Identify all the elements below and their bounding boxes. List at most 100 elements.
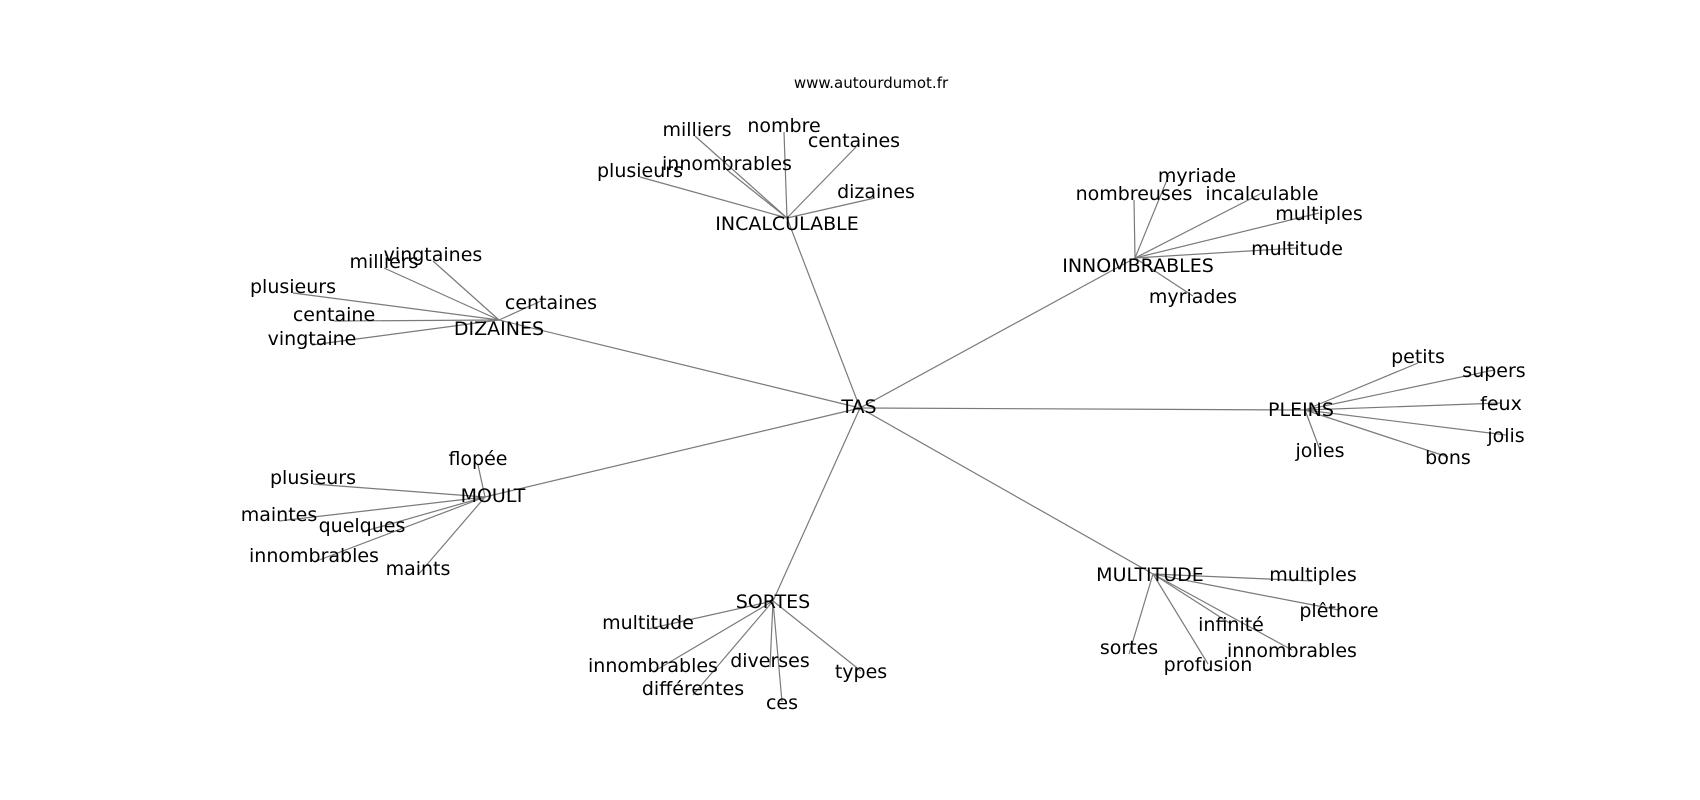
group-node-label: SORTES bbox=[736, 591, 811, 613]
leaf-node-label: feux bbox=[1480, 393, 1522, 415]
edge-root-to-group bbox=[786, 217, 861, 409]
edge-group-to-leaf bbox=[313, 496, 486, 563]
edge-root-to-group bbox=[859, 257, 1136, 409]
leaf-node-label: innombrables bbox=[249, 545, 379, 567]
leaf-node-label: différentes bbox=[642, 678, 744, 700]
edge-group-to-leaf bbox=[1134, 192, 1263, 259]
leaf-node-label: nombreuses bbox=[1076, 183, 1193, 205]
group-node-label: PLEINS bbox=[1268, 399, 1334, 421]
leaf-node-label: maints bbox=[386, 558, 451, 580]
edge-group-to-leaf bbox=[312, 483, 486, 498]
leaf-node-label: milliers bbox=[662, 119, 731, 141]
leaf-node-label: centaines bbox=[505, 292, 597, 314]
edge-group-to-leaf bbox=[783, 131, 788, 219]
leaf-node-label: vingtaine bbox=[268, 328, 357, 350]
leaf-node-label: types bbox=[835, 661, 887, 683]
edge-group-to-leaf bbox=[477, 464, 486, 498]
site-url: www.autourdumot.fr bbox=[794, 74, 949, 92]
leaf-node-label: incalculable bbox=[1205, 183, 1318, 205]
edge-group-to-leaf bbox=[694, 135, 788, 219]
leaf-node-label: dizaines bbox=[837, 181, 915, 203]
graph-edges bbox=[278, 131, 1507, 703]
leaf-node-label: myriade bbox=[1158, 165, 1236, 187]
leaf-node-label: multiples bbox=[1275, 203, 1363, 225]
edge-group-to-leaf bbox=[498, 300, 542, 321]
edge-root-to-group bbox=[498, 319, 861, 409]
edge-group-to-leaf bbox=[1304, 362, 1419, 411]
edge-group-to-leaf bbox=[417, 496, 486, 576]
group-node-label: INCALCULABLE bbox=[715, 213, 858, 235]
edge-root-to-group bbox=[859, 407, 1154, 575]
leaf-node-label: petits bbox=[1391, 346, 1445, 368]
leaf-node-label: milliers bbox=[349, 251, 418, 273]
edge-group-to-leaf bbox=[639, 176, 788, 219]
leaf-node-label: innombrables bbox=[588, 655, 718, 677]
leaf-node-label: plêthore bbox=[1299, 600, 1378, 622]
leaf-node-label: centaine bbox=[293, 304, 375, 326]
leaf-node-label: plusieurs bbox=[250, 276, 336, 298]
edge-group-to-leaf bbox=[311, 319, 500, 346]
edge-root-to-group bbox=[484, 407, 861, 498]
edge-root-to-group bbox=[859, 407, 1306, 411]
leaf-node-label: nombre bbox=[747, 115, 820, 137]
edge-group-to-leaf bbox=[769, 600, 774, 668]
edge-group-to-leaf bbox=[333, 319, 500, 322]
group-node-label: DIZAINES bbox=[454, 318, 544, 340]
leaf-node-label: innombrables bbox=[1227, 640, 1357, 662]
edge-group-to-leaf bbox=[383, 267, 500, 321]
leaf-node-label: sortes bbox=[1100, 637, 1158, 659]
edge-group-to-leaf bbox=[1304, 409, 1321, 451]
edge-group-to-leaf bbox=[772, 600, 862, 672]
leaf-node-label: plusieurs bbox=[597, 160, 683, 182]
edge-group-to-leaf bbox=[726, 169, 788, 219]
edge-group-to-leaf bbox=[1304, 402, 1502, 411]
leaf-node-label: plusieurs bbox=[270, 467, 356, 489]
leaf-node-label: multiples bbox=[1269, 564, 1357, 586]
group-node-label: INNOMBRABLES bbox=[1062, 255, 1214, 277]
edge-group-to-leaf bbox=[1304, 369, 1495, 411]
edge-group-to-leaf bbox=[1152, 573, 1232, 625]
edge-group-to-leaf bbox=[1134, 247, 1298, 259]
edge-group-to-leaf bbox=[786, 146, 857, 219]
edge-group-to-leaf bbox=[1134, 212, 1320, 259]
edge-root-to-group bbox=[772, 407, 861, 602]
root-node-label: TAS bbox=[840, 396, 876, 418]
group-node-label: MULTITUDE bbox=[1096, 564, 1204, 586]
leaf-node-label: jolis bbox=[1486, 425, 1524, 447]
edge-group-to-leaf bbox=[647, 600, 774, 630]
edge-group-to-leaf bbox=[652, 600, 774, 673]
edge-group-to-leaf bbox=[1152, 573, 1209, 665]
edge-group-to-leaf bbox=[1304, 409, 1507, 436]
leaf-node-label: flopée bbox=[448, 448, 507, 470]
leaf-node-label: innombrables bbox=[662, 153, 792, 175]
edge-group-to-leaf bbox=[786, 197, 876, 219]
edge-group-to-leaf bbox=[1152, 573, 1340, 611]
leaf-node-label: centaines bbox=[808, 130, 900, 152]
edge-group-to-leaf bbox=[1152, 573, 1314, 582]
edge-group-to-leaf bbox=[692, 600, 774, 696]
group-node-label: MOULT bbox=[461, 485, 526, 507]
leaf-node-label: maintes bbox=[241, 504, 318, 526]
leaf-node-label: ces bbox=[766, 692, 798, 714]
leaf-node-label: profusion bbox=[1164, 654, 1253, 676]
edge-group-to-leaf bbox=[432, 260, 500, 321]
edge-group-to-leaf bbox=[1134, 257, 1194, 297]
edge-group-to-leaf bbox=[292, 292, 500, 321]
edge-group-to-leaf bbox=[1152, 573, 1293, 651]
edge-group-to-leaf bbox=[278, 496, 486, 522]
leaf-node-label: vingtaines bbox=[384, 244, 483, 266]
leaf-node-label: infinité bbox=[1198, 614, 1264, 636]
edge-group-to-leaf bbox=[1134, 174, 1170, 259]
leaf-node-label: multitude bbox=[1251, 238, 1343, 260]
leaf-node-label: diverses bbox=[730, 650, 810, 672]
leaf-node-label: myriades bbox=[1149, 286, 1237, 308]
edge-group-to-leaf bbox=[1133, 199, 1136, 259]
edge-group-to-leaf bbox=[1128, 573, 1154, 655]
edge-group-to-leaf bbox=[1304, 409, 1449, 458]
leaf-node-label: quelques bbox=[319, 515, 406, 537]
leaf-node-label: jolies bbox=[1294, 440, 1344, 462]
leaf-node-label: supers bbox=[1462, 360, 1525, 382]
edge-group-to-leaf bbox=[361, 496, 486, 533]
